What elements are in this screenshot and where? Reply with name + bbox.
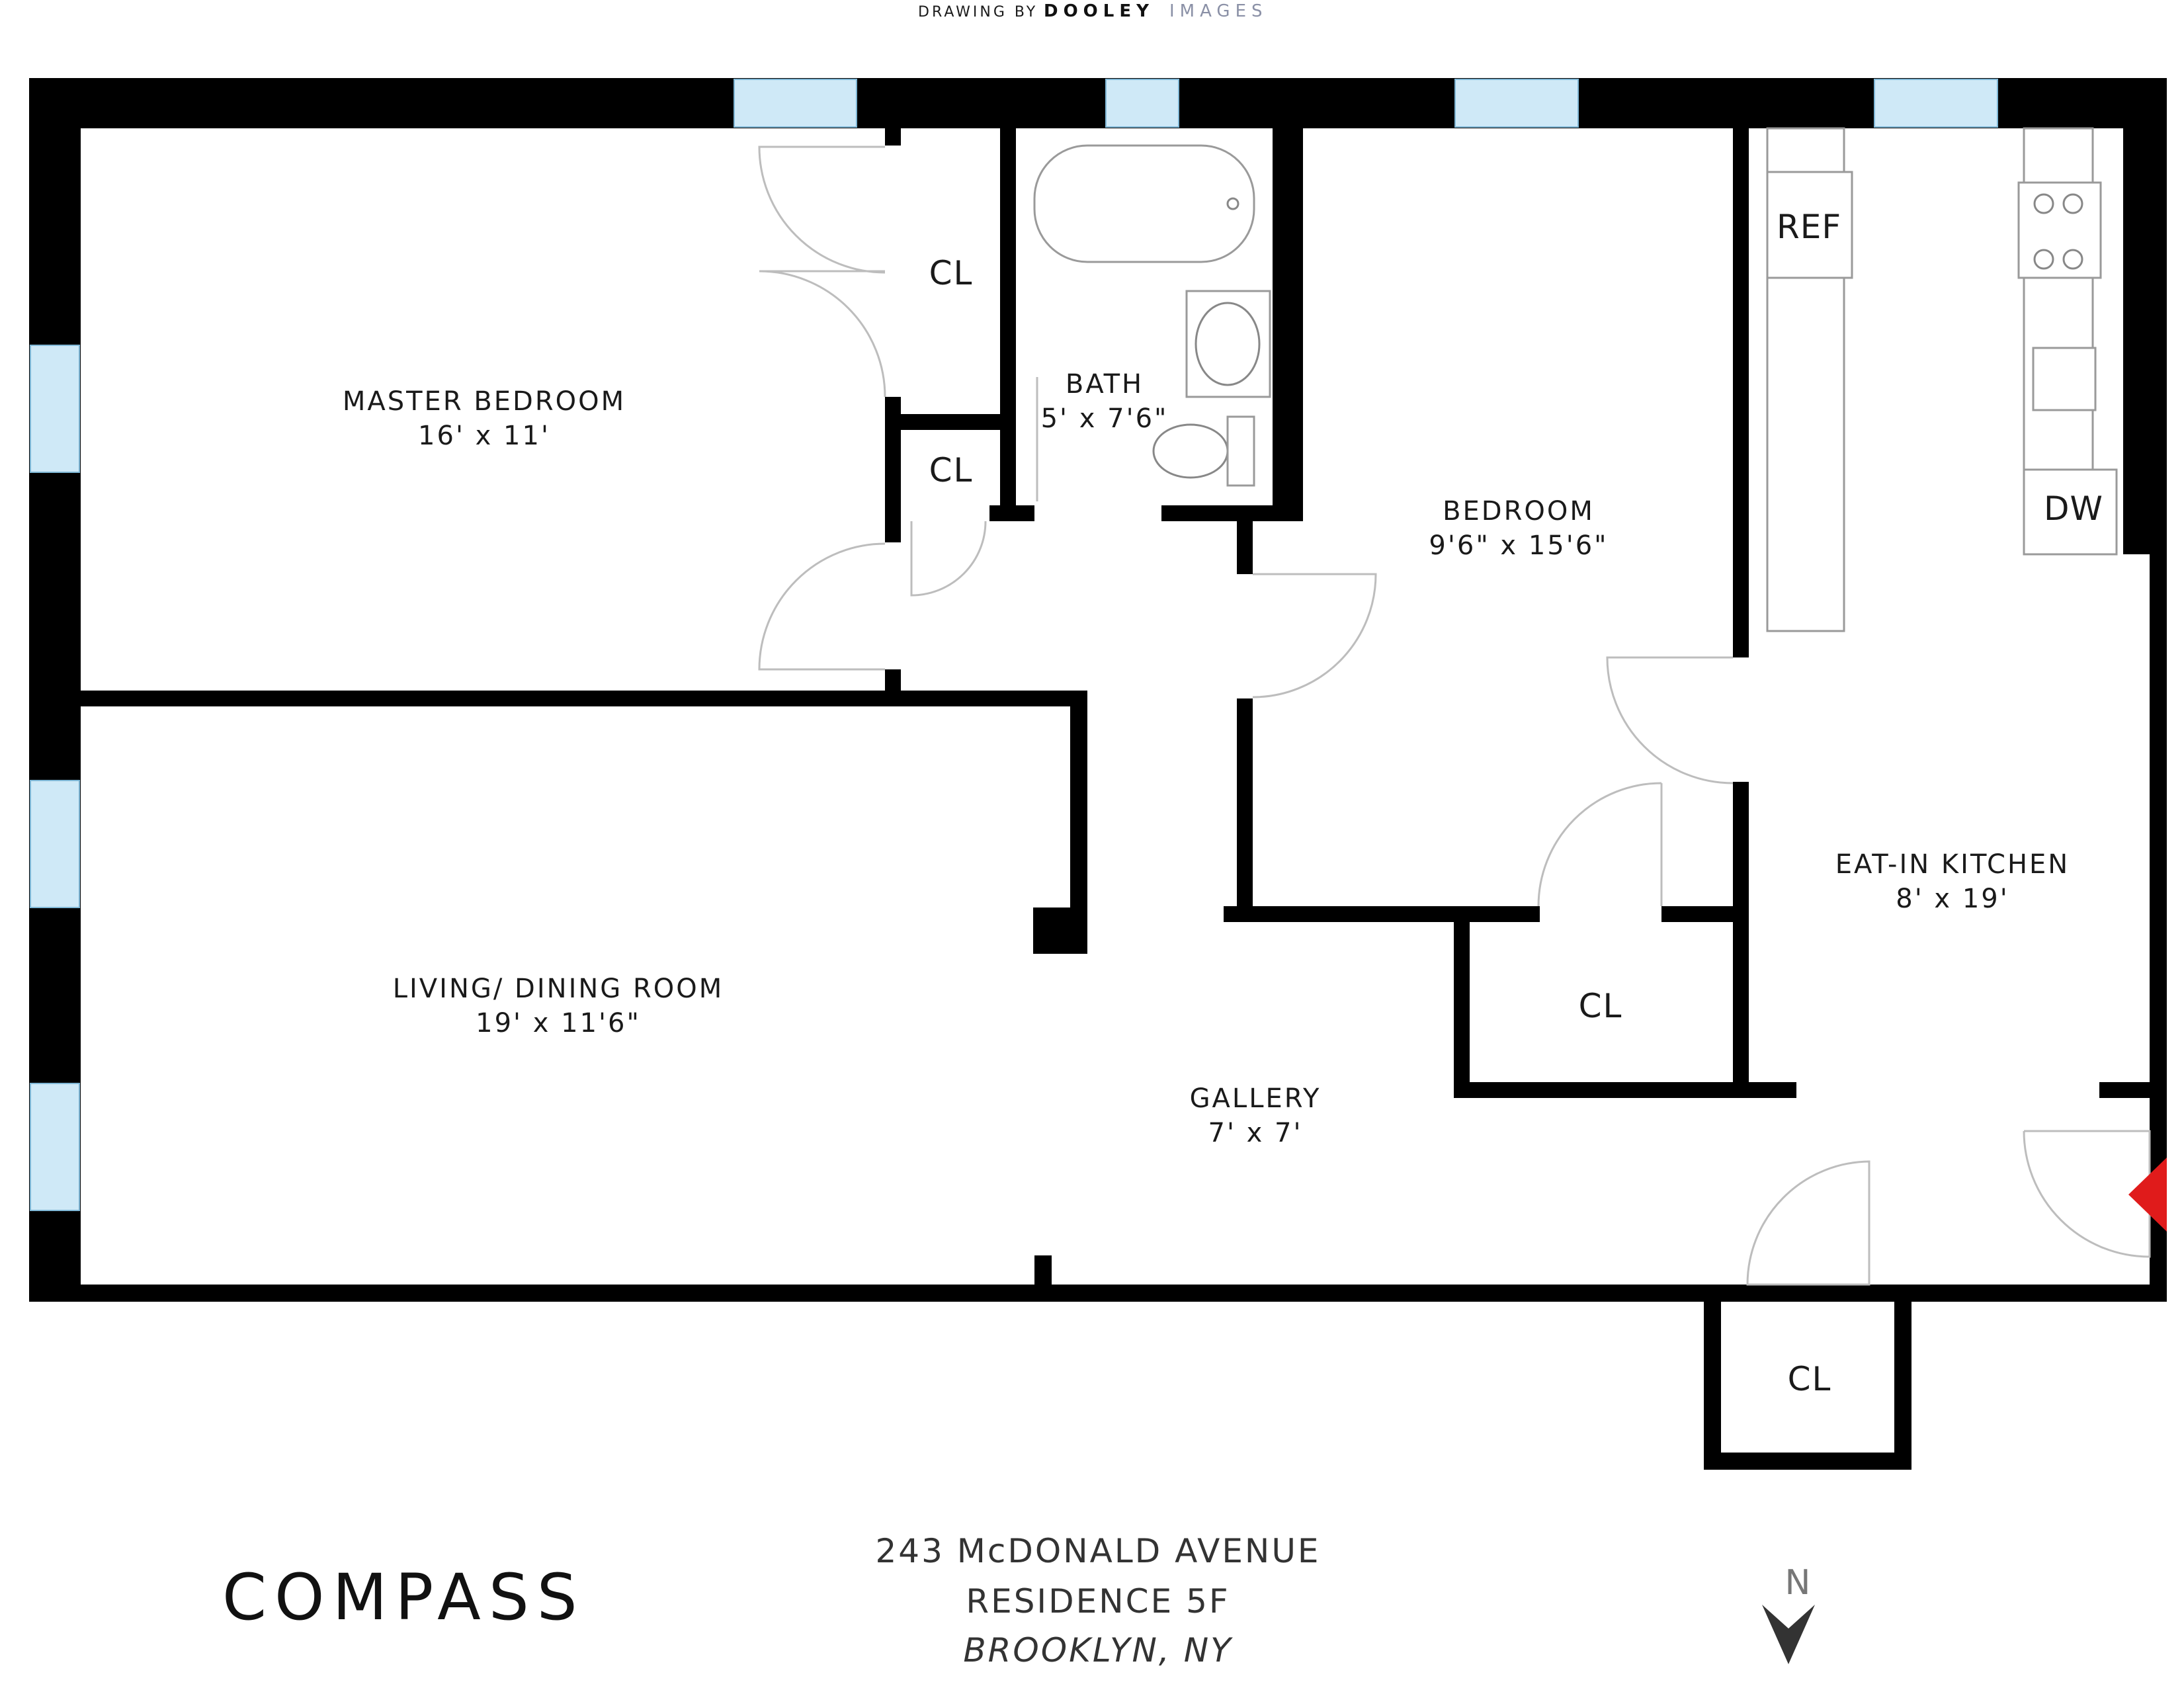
fixtures: REF DW — [1033, 127, 2118, 632]
door-swing — [910, 521, 987, 597]
master-bedroom-name: MASTER BEDROOM — [343, 386, 626, 417]
address-line-2: RESIDENCE 5F — [966, 1582, 1230, 1621]
closet-label: CL — [1579, 987, 1623, 1025]
window — [30, 780, 80, 908]
bath-size: 5' x 7'6" — [1041, 403, 1169, 434]
bedroom-size: 9'6" x 15'6" — [1429, 530, 1608, 561]
closet-label: CL — [929, 254, 974, 292]
dishwasher-label: DW — [2044, 489, 2103, 528]
north-arrow-icon — [1762, 1605, 1815, 1664]
closet-label: CL — [1788, 1360, 1832, 1398]
door-swing — [1252, 573, 1377, 698]
north-arrow: N — [1762, 1563, 1815, 1664]
room-labels: MASTER BEDROOM 16' x 11' BATH 5' x 7'6" … — [343, 254, 2070, 1398]
master-bedroom-size: 16' x 11' — [418, 421, 550, 451]
drawing-credit: DRAWING BY DOOLEY IMAGES — [918, 1, 1268, 21]
door-swing — [1537, 782, 1663, 907]
door-swing — [759, 270, 886, 398]
kitchen-size: 8' x 19' — [1896, 884, 2009, 914]
windows — [30, 79, 1998, 1211]
credit-brand: DOOLEY — [1044, 1, 1154, 21]
stove-icon — [2017, 181, 2102, 279]
credit-suffix: IMAGES — [1169, 1, 1268, 21]
window — [30, 1083, 80, 1211]
bathtub-icon — [1033, 144, 1255, 263]
north-label: N — [1785, 1563, 1811, 1603]
window — [1874, 79, 1998, 128]
window — [1105, 79, 1179, 128]
door-swing — [1746, 1160, 1870, 1286]
window — [1454, 79, 1579, 128]
refrigerator-label: REF — [1777, 208, 1841, 246]
bath-name: BATH — [1066, 369, 1144, 400]
credit-prefix: DRAWING BY — [918, 4, 1038, 21]
refrigerator-icon — [1766, 171, 1853, 279]
gallery-name: GALLERY — [1190, 1083, 1322, 1114]
gallery-size: 7' x 7' — [1208, 1118, 1303, 1148]
window — [30, 345, 80, 473]
interior-walls — [81, 128, 2154, 1470]
living-room-name: LIVING/ DINING ROOM — [393, 974, 724, 1004]
address-block: 243 McDONALD AVENUE RESIDENCE 5F BROOKLY… — [875, 1532, 1320, 1669]
kitchen-name: EAT-IN KITCHEN — [1835, 849, 2070, 880]
address-line-3: BROOKLYN, NY — [963, 1631, 1233, 1669]
entry-marker-icon — [2128, 1158, 2167, 1232]
compass-logo: COMPASS — [222, 1560, 585, 1634]
door-swing — [2023, 1130, 2151, 1258]
door-swing — [758, 146, 886, 274]
window — [734, 79, 857, 128]
address-line-1: 243 McDONALD AVENUE — [875, 1532, 1320, 1570]
bedroom-name: BEDROOM — [1443, 496, 1595, 527]
sink-icon — [1185, 290, 1271, 398]
dishwasher-icon — [2023, 468, 2118, 556]
kitchen-sink-icon — [2032, 347, 2097, 411]
door-swing — [1606, 656, 1734, 784]
closet-label: CL — [929, 451, 974, 489]
door-swings — [758, 146, 2151, 1286]
living-room-size: 19' x 11'6" — [476, 1008, 641, 1038]
door-swing — [758, 542, 886, 671]
